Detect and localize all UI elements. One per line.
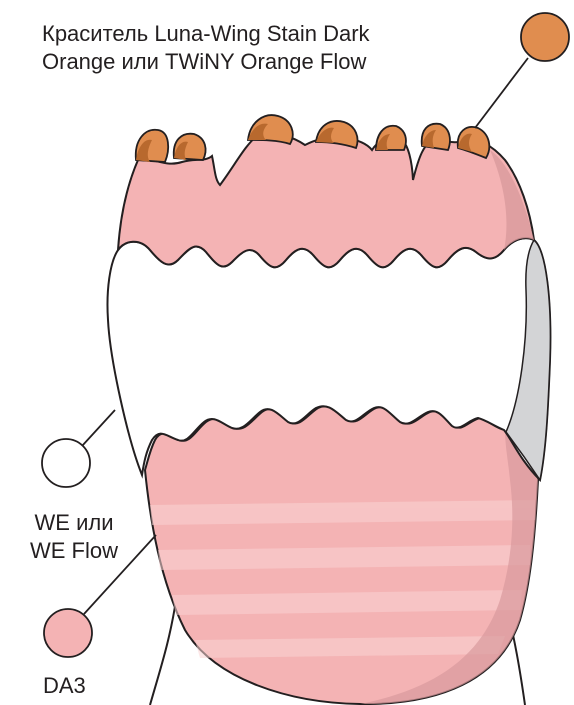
orange-swatch (521, 13, 569, 61)
white-enamel-label: WE или WE Flow (18, 509, 130, 565)
white-leader-line (82, 410, 115, 446)
white-enamel-label-line-2: WE Flow (18, 537, 130, 565)
orange-stain-label: Краситель Luna-Wing Stain Dark Orange ил… (42, 20, 370, 76)
orange-leader-line (475, 58, 528, 128)
white-enamel-label-line-1: WE или (18, 509, 130, 537)
pink-swatch (44, 609, 92, 657)
orange-stain-label-line-1: Краситель Luna-Wing Stain Dark (42, 20, 370, 48)
orange-stain-label-line-2: Orange или TWiNY Orange Flow (42, 48, 370, 76)
white-swatch (42, 439, 90, 487)
dentin-label: DA3 (43, 672, 86, 700)
